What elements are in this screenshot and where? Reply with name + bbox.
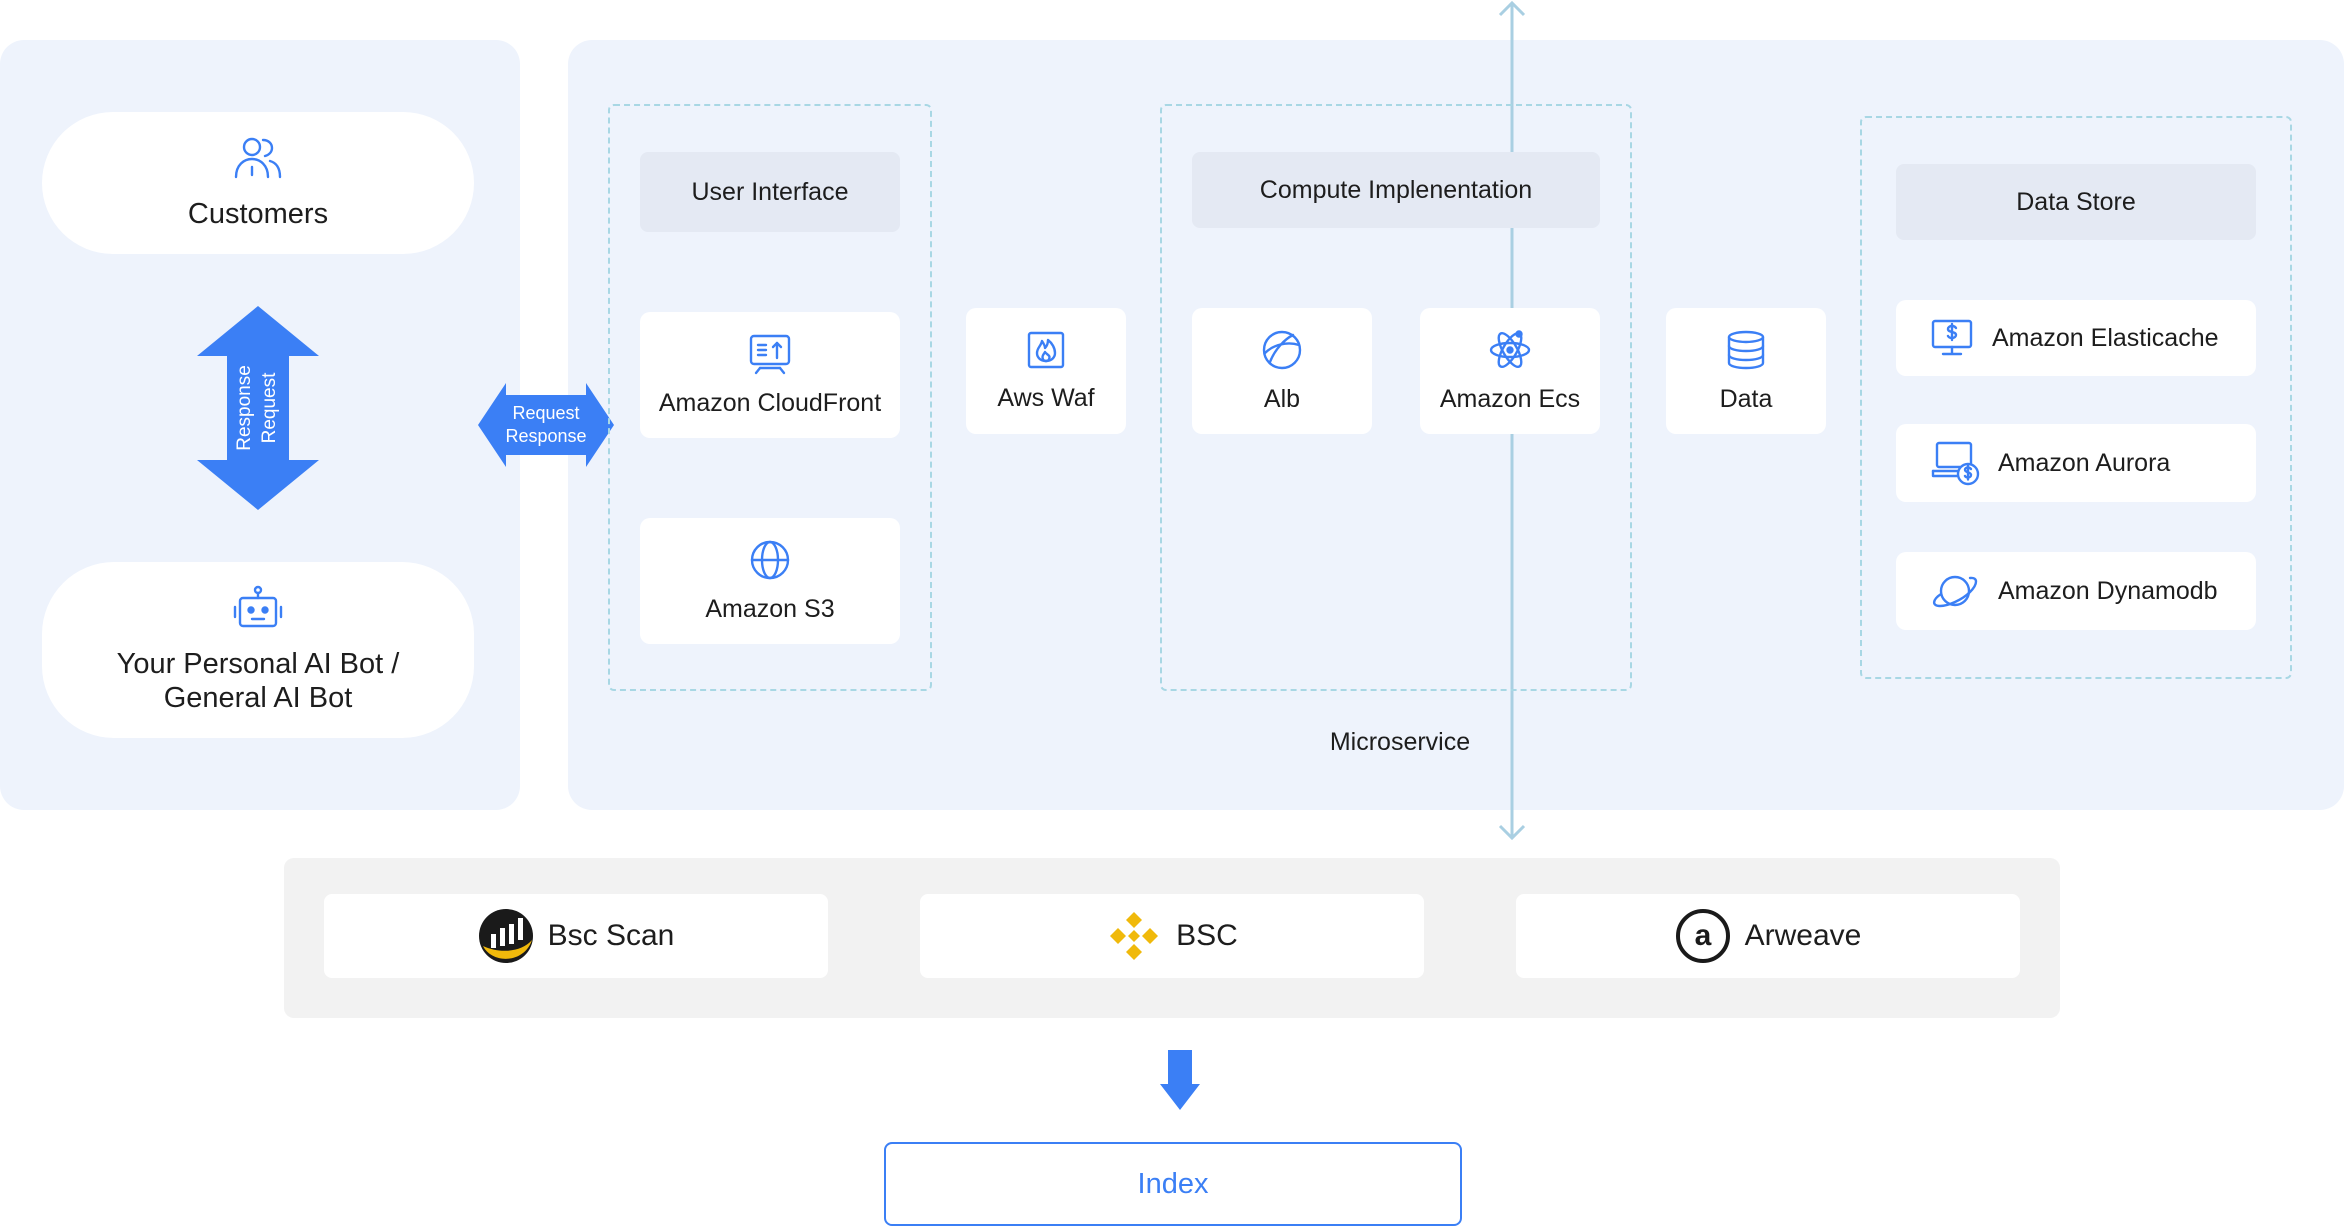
planet-icon [1930, 570, 1980, 612]
amazon-aurora-card[interactable]: Amazon Aurora [1896, 424, 2256, 502]
microservice-label: Microservice [1329, 728, 1471, 756]
computer-dollar-icon [1930, 440, 1980, 486]
bsc-scan-card[interactable]: Bsc Scan [324, 894, 828, 978]
ai-bot-label-line1: Your Personal AI Bot / [116, 647, 400, 680]
atom-icon [1488, 329, 1532, 371]
arweave-card[interactable]: a Arweave [1516, 894, 2020, 978]
ai-bot-node[interactable]: Your Personal AI Bot / General AI Bot [42, 562, 474, 738]
amazon-s3-card[interactable]: Amazon S3 [640, 518, 900, 644]
amazon-s3-label: Amazon S3 [705, 594, 835, 623]
compute-group [1160, 104, 1632, 691]
compute-header: Compute Implenentation [1192, 152, 1600, 228]
request-response-horizontal-arrow: Request Response [478, 383, 614, 467]
amazon-ecs-label: Amazon Ecs [1439, 384, 1581, 413]
bsc-card[interactable]: BSC [920, 894, 1424, 978]
data-label: Data [1719, 384, 1773, 413]
amazon-cloudfront-card[interactable]: Amazon CloudFront [640, 312, 900, 438]
monitor-dollar-icon [1930, 318, 1974, 358]
ai-bot-label-line2: General AI Bot [163, 682, 353, 714]
aws-waf-label: Aws Waf [997, 383, 1095, 412]
amazon-elasticache-label: Amazon Elasticache [1992, 323, 2219, 352]
data-store-header: Data Store [1896, 164, 2256, 240]
index-button[interactable]: Index [884, 1142, 1462, 1226]
customers-node[interactable]: Customers [42, 112, 474, 254]
user-interface-header: User Interface [640, 152, 900, 232]
aws-waf-card[interactable]: Aws Waf [966, 308, 1126, 434]
data-store-group [1860, 116, 2292, 679]
horizontal-arrow-label-request: Request [512, 402, 580, 423]
amazon-elasticache-card[interactable]: Amazon Elasticache [1896, 300, 2256, 376]
firewall-icon [1026, 330, 1066, 370]
sphere-icon [1261, 329, 1303, 371]
globe-icon [749, 539, 791, 581]
vertical-arrow-label-response: Response [234, 365, 256, 451]
robot-icon [232, 585, 284, 631]
arweave-logo-icon: a [1675, 908, 1731, 964]
amazon-aurora-label: Amazon Aurora [1998, 448, 2171, 477]
alb-card[interactable]: Alb [1192, 308, 1372, 434]
database-icon [1725, 329, 1767, 371]
index-label: Index [1137, 1167, 1209, 1200]
user-interface-group [608, 104, 932, 691]
svg-text:a: a [1694, 919, 1711, 952]
arweave-label: Arweave [1744, 919, 1862, 952]
horizontal-arrow-label-response: Response [505, 426, 587, 446]
amazon-dynamodb-card[interactable]: Amazon Dynamodb [1896, 552, 2256, 630]
presentation-icon [748, 333, 792, 375]
bscscan-logo-icon [478, 908, 534, 964]
data-card[interactable]: Data [1666, 308, 1826, 434]
bsc-label: BSC [1176, 919, 1238, 952]
down-arrow [1160, 1050, 1200, 1110]
users-icon [232, 135, 284, 183]
alb-label: Alb [1263, 384, 1301, 413]
amazon-dynamodb-label: Amazon Dynamodb [1998, 576, 2218, 605]
amazon-cloudfront-label: Amazon CloudFront [658, 388, 882, 417]
request-response-vertical-arrow [197, 306, 319, 510]
vertical-arrow-label-request: Request [259, 372, 280, 444]
customers-label: Customers [187, 197, 329, 230]
bsc-scan-label: Bsc Scan [547, 919, 675, 952]
binance-logo-icon [1106, 908, 1162, 964]
amazon-ecs-card[interactable]: Amazon Ecs [1420, 308, 1600, 434]
